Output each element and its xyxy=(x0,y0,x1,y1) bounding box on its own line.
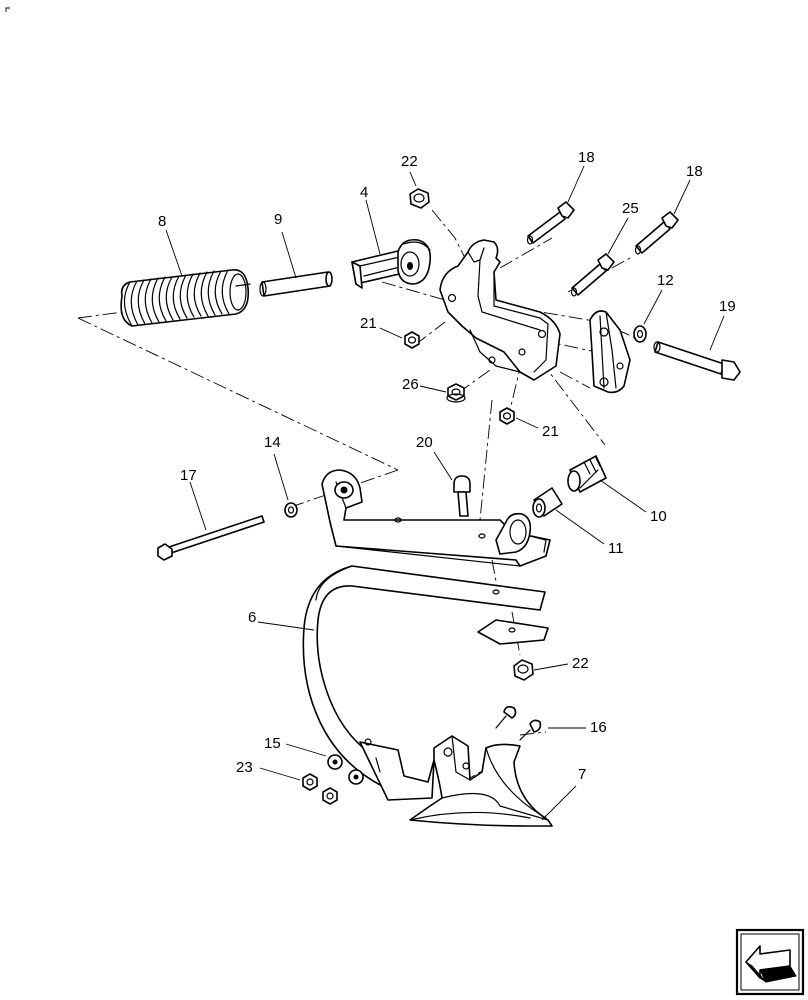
callout-numbers: 22 18 18 4 25 8 9 12 19 21 26 21 14 20 1… xyxy=(158,149,736,783)
bolt-18-a xyxy=(526,201,575,245)
callout-17: 17 xyxy=(180,467,197,484)
callout-11: 11 xyxy=(608,540,624,557)
callout-7: 7 xyxy=(578,766,586,783)
nut-22-lower xyxy=(513,659,534,681)
main-bracket xyxy=(439,239,561,381)
pin-9 xyxy=(259,271,333,297)
callout-14: 14 xyxy=(264,434,281,451)
bolt-17 xyxy=(157,515,265,561)
callout-22-lower: 22 xyxy=(572,655,589,672)
clamp-plate xyxy=(477,619,549,645)
nut-26 xyxy=(446,383,466,403)
callout-21-b: 21 xyxy=(542,423,559,440)
callout-26: 26 xyxy=(402,376,419,393)
bushing-11 xyxy=(532,487,563,518)
nut-21-a xyxy=(404,331,420,349)
bolt-18-b xyxy=(634,211,679,255)
nut-21-b xyxy=(499,407,515,425)
bolt-19 xyxy=(653,341,741,381)
callout-9: 9 xyxy=(274,211,282,228)
callout-23: 23 xyxy=(236,759,253,776)
callout-16: 16 xyxy=(590,719,607,736)
callout-20: 20 xyxy=(416,434,433,451)
nut-23-a xyxy=(302,773,318,791)
leader-lines xyxy=(165,165,725,821)
shovel-point xyxy=(409,735,553,827)
callout-22-top: 22 xyxy=(401,153,418,170)
shank-arm xyxy=(321,469,551,567)
spring xyxy=(120,269,251,327)
callout-18-a: 18 xyxy=(578,149,595,166)
washer-15 xyxy=(327,754,343,770)
callout-19: 19 xyxy=(719,298,736,315)
callout-6: 6 xyxy=(248,609,256,626)
washer-14 xyxy=(284,502,298,518)
bolt-20 xyxy=(453,475,471,517)
plow-bolt-b xyxy=(519,719,542,741)
callout-25: 25 xyxy=(622,200,639,217)
arrow-nav-icon[interactable] xyxy=(735,928,805,996)
callout-12: 12 xyxy=(657,272,674,289)
roller-bracket xyxy=(351,238,432,289)
corner-mark xyxy=(5,7,10,12)
callout-8: 8 xyxy=(158,213,166,230)
sleeve-10 xyxy=(567,455,607,493)
bolt-25 xyxy=(570,253,615,297)
callout-21-a: 21 xyxy=(360,315,377,332)
hanger-plate xyxy=(589,310,631,394)
callout-15: 15 xyxy=(264,735,281,752)
nut-22-top xyxy=(409,188,430,209)
callout-18-b: 18 xyxy=(686,163,703,180)
nut-23-b xyxy=(322,787,338,805)
plow-bolt-a xyxy=(495,705,517,729)
callout-10: 10 xyxy=(650,508,667,525)
washer-15-b xyxy=(348,769,364,785)
washer-12 xyxy=(633,325,647,343)
callout-4: 4 xyxy=(360,184,368,201)
curved-shank xyxy=(302,565,546,801)
